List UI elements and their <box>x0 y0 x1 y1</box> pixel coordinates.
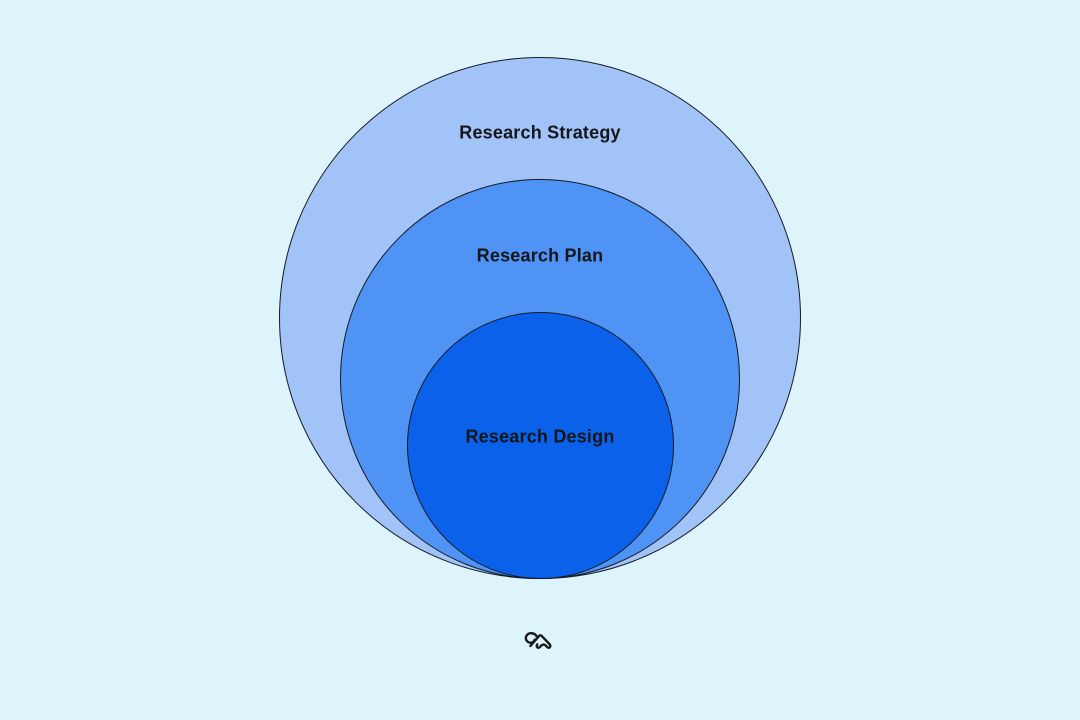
scribble-mountain-logo-icon <box>523 631 557 652</box>
label-research-strategy: Research Strategy <box>459 122 621 143</box>
label-research-plan: Research Plan <box>476 245 604 266</box>
circle-research-design <box>407 312 674 579</box>
label-research-design: Research Design <box>465 426 615 447</box>
